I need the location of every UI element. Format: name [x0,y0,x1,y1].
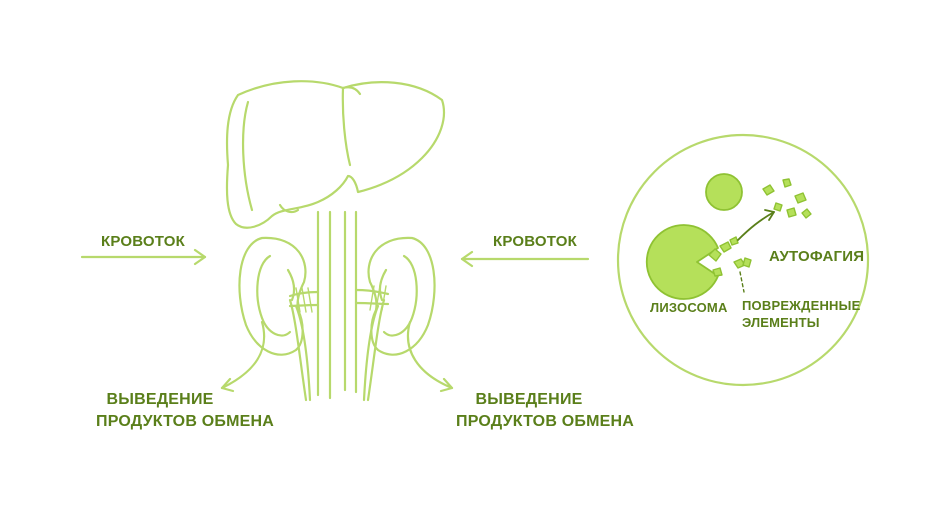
excretion-left-arrow [220,320,266,393]
vesicle-icon [705,173,743,211]
damaged-fragments-icon [708,236,752,277]
bloodflow-right-label: КРОВОТОК [493,233,577,250]
autophagy-fragments-icon [762,178,812,219]
kidney-left-icon [238,236,312,402]
vessels-icon [288,210,390,400]
autophagy-circle [616,133,870,387]
damaged-elements-label: ПОВРЕЖДЕННЫЕ ЭЛЕМЕНТЫ [742,297,860,331]
excretion-right-arrow [406,320,454,393]
kidney-right-icon [362,236,436,402]
liver-icon [225,80,446,229]
excretion-right-label: ВЫВЕДЕНИЕ ПРОДУКТОВ ОБМЕНА [456,389,634,433]
autophagy-label: АУТОФАГИЯ [769,248,865,265]
lysosome-label: ЛИЗОСОМА [650,300,728,315]
excretion-right-line1: ВЫВЕДЕНИЕ [475,391,583,408]
excretion-left-line1: ВЫВЕДЕНИЕ [106,391,214,408]
excretion-right-line2: ПРОДУКТОВ ОБМЕНА [456,413,634,430]
hilum-hatching [295,285,387,313]
bloodflow-left-arrow [80,248,207,266]
autophagy-arrow [737,209,775,241]
damaged-line1: ПОВРЕЖДЕННЫЕ [742,298,861,313]
bloodflow-right-arrow [460,250,590,268]
lysosome-icon [645,224,719,300]
excretion-left-label: ВЫВЕДЕНИЕ ПРОДУКТОВ ОБМЕНА [96,389,274,433]
damaged-pointer [739,271,745,293]
excretion-left-line2: ПРОДУКТОВ ОБМЕНА [96,413,274,430]
bloodflow-left-label: КРОВОТОК [101,233,185,250]
damaged-line2: ЭЛЕМЕНТЫ [742,315,820,330]
